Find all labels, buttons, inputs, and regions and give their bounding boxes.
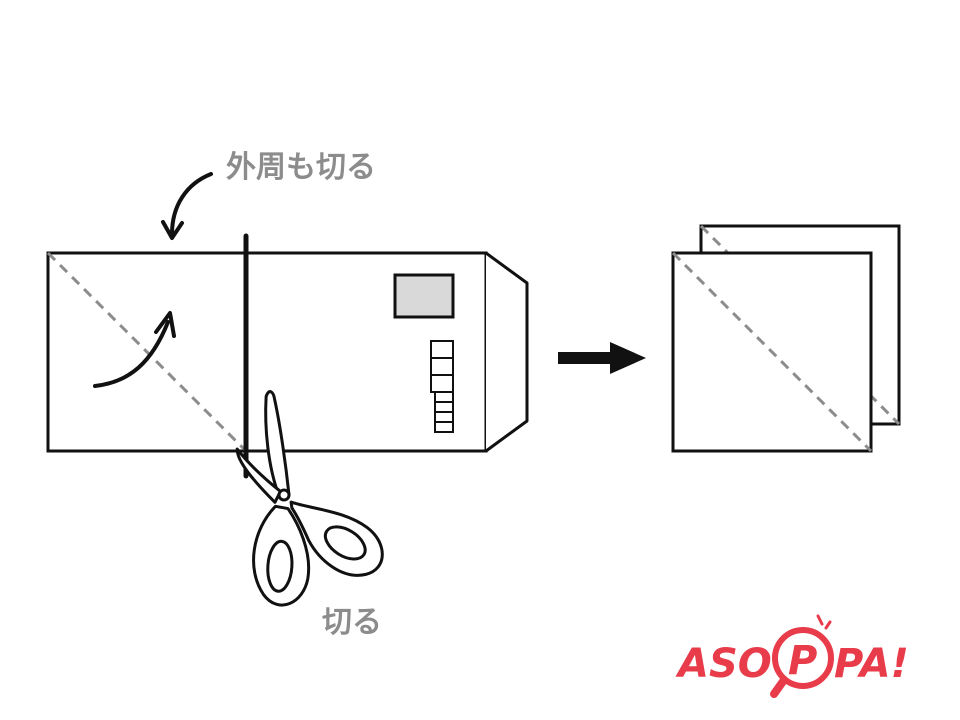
label-cut: 切る	[322, 605, 382, 640]
postal-box	[430, 374, 454, 393]
postal-box	[434, 391, 454, 403]
scissors-pivot	[277, 488, 291, 502]
curved-arrow-icon	[93, 320, 170, 388]
scissors-blade	[235, 447, 282, 504]
label-cut-outer-edge: 外周も切る	[226, 150, 376, 185]
curved-arrow-head	[154, 311, 176, 338]
magnifier-icon: P	[770, 614, 834, 698]
postal-box	[434, 421, 454, 433]
arrow-head	[610, 342, 646, 374]
curved-down-arrow-icon	[170, 172, 213, 236]
curved-down-arrow-head	[161, 220, 184, 240]
logo-text-mid: P	[788, 638, 817, 684]
envelope-flap	[485, 251, 529, 453]
envelope	[46, 251, 529, 453]
postal-code-boxes	[430, 340, 454, 433]
logo-text-right: PA!	[834, 641, 909, 687]
scissors-handle-left-hole	[266, 539, 294, 593]
postal-box	[430, 357, 454, 376]
arrow-shaft	[558, 352, 614, 364]
postal-box	[430, 340, 454, 359]
postal-box	[434, 411, 454, 423]
right-arrow-icon	[558, 342, 646, 374]
scissors-icon	[235, 390, 384, 607]
scissors-handle-right-hole	[323, 525, 367, 561]
asoppa-logo: ASO P PA!	[675, 614, 909, 698]
envelope-dashed-diagonal	[46, 251, 248, 453]
stamp-box	[393, 273, 455, 319]
cut-squares	[671, 224, 901, 453]
scissors-blade	[264, 390, 291, 498]
logo-text-left: ASO	[675, 641, 772, 687]
square-front-dashed-diagonal	[671, 251, 873, 453]
postal-box	[434, 401, 454, 413]
